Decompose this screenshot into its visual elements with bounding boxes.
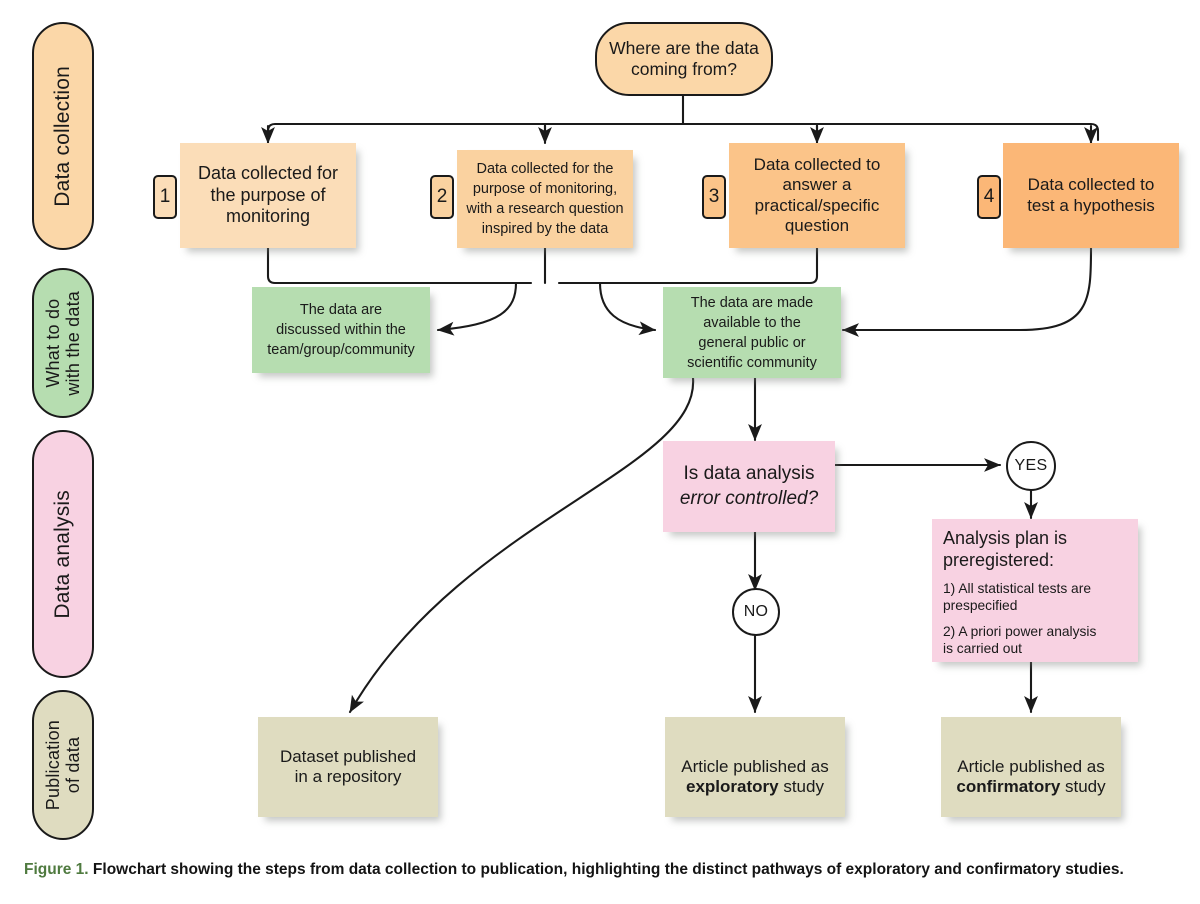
start-node-line2: coming from? xyxy=(630,59,737,79)
wire-bus-to-discussed xyxy=(436,281,518,336)
lane-label-data-collection: Data collection xyxy=(51,65,75,207)
lane-data-analysis: Data analysis xyxy=(32,430,94,678)
collection-box-4: Data collected to test a hypothesis xyxy=(1003,143,1179,248)
publication-box-confirmatory-post: study xyxy=(1060,777,1106,797)
yes-connector: YES xyxy=(1006,441,1056,491)
lane-publication: Publication of data xyxy=(32,690,94,840)
publication-box-confirmatory-pre: Article published as xyxy=(957,756,1105,776)
wire-bus-to-public xyxy=(598,281,657,336)
collection-box-4-text: Data collected to test a hypothesis xyxy=(1027,175,1155,215)
decision-line2: error controlled? xyxy=(679,487,819,509)
yes-connector-label: YES xyxy=(1014,457,1048,474)
wire-box1-to-bus xyxy=(266,246,533,285)
publication-box-dataset-text: Dataset published in a repository xyxy=(279,746,417,786)
collection-box-2-text: Data collected for the purpose of monito… xyxy=(466,161,624,237)
collection-box-2: Data collected for the purpose of monito… xyxy=(457,150,633,248)
decision-line1: Is data analysis xyxy=(683,462,815,484)
no-connector-label: NO xyxy=(743,603,769,620)
collection-box-3-text: Data collected to answer a practical/spe… xyxy=(753,154,881,235)
collection-box-3: Data collected to answer a practical/spe… xyxy=(729,143,905,248)
lane-data-collection: Data collection xyxy=(32,22,94,250)
publication-box-confirmatory-strong: confirmatory xyxy=(956,777,1061,797)
publication-box-exploratory-pre: Article published as xyxy=(681,756,829,776)
preregistration-item-1: 1) All statistical tests are prespecifie… xyxy=(943,581,1091,614)
publication-box-exploratory-strong: exploratory xyxy=(686,777,779,797)
number-tag-4-value: 4 xyxy=(983,186,995,207)
lane-label-data-analysis: Data analysis xyxy=(51,489,75,619)
wire-box4-to-public xyxy=(841,246,1093,337)
decision-error-controlled: Is data analysis error controlled? xyxy=(663,441,835,532)
start-node-where-are-data: Where are the data coming from? xyxy=(595,22,773,96)
collection-box-1: Data collected for the purpose of monito… xyxy=(180,143,356,248)
figure-caption: Figure 1. Flowchart showing the steps fr… xyxy=(24,860,1184,881)
number-tag-1-value: 1 xyxy=(159,186,171,207)
data-use-box-discussed: The data are discussed within the team/g… xyxy=(252,287,430,373)
number-tag-3-value: 3 xyxy=(708,186,720,207)
figure-caption-text: Flowchart showing the steps from data co… xyxy=(92,861,1124,878)
flowchart-figure: Data collection What to do with the data… xyxy=(32,22,1179,840)
data-use-box-public-text: The data are made available to the gener… xyxy=(687,294,817,371)
number-tag-2: 2 xyxy=(430,175,454,219)
collection-box-1-text: Data collected for the purpose of monito… xyxy=(197,163,339,227)
data-use-box-discussed-text: The data are discussed within the team/g… xyxy=(267,302,415,358)
publication-box-exploratory-post: study xyxy=(778,777,824,797)
wire-distribution-bus xyxy=(266,122,1100,142)
data-use-box-public: The data are made available to the gener… xyxy=(663,287,841,378)
wire-public-to-dataset xyxy=(348,376,695,714)
lane-what-to-do: What to do with the data xyxy=(32,268,94,418)
preregistration-heading: Analysis plan is preregistered: xyxy=(943,528,1068,570)
preregistration-box: Analysis plan is preregistered: 1) All s… xyxy=(932,519,1138,662)
start-node-line1: Where are the data xyxy=(609,37,759,58)
no-connector: NO xyxy=(732,588,780,636)
publication-box-exploratory: Article published as exploratory study xyxy=(665,717,845,817)
figure-caption-number: Figure 1. xyxy=(24,861,89,878)
lane-label-what-to-do: What to do with the data xyxy=(42,290,83,396)
publication-box-confirmatory: Article published as confirmatory study xyxy=(941,717,1121,817)
preregistration-item-2: 2) A priori power analysis is carried ou… xyxy=(943,623,1097,656)
lane-label-publication: Publication of data xyxy=(42,719,83,811)
number-tag-4: 4 xyxy=(977,175,1001,219)
wire-box3-to-bus xyxy=(557,246,819,285)
number-tag-1: 1 xyxy=(153,175,177,219)
publication-box-dataset: Dataset published in a repository xyxy=(258,717,438,817)
number-tag-3: 3 xyxy=(702,175,726,219)
number-tag-2-value: 2 xyxy=(436,186,448,207)
